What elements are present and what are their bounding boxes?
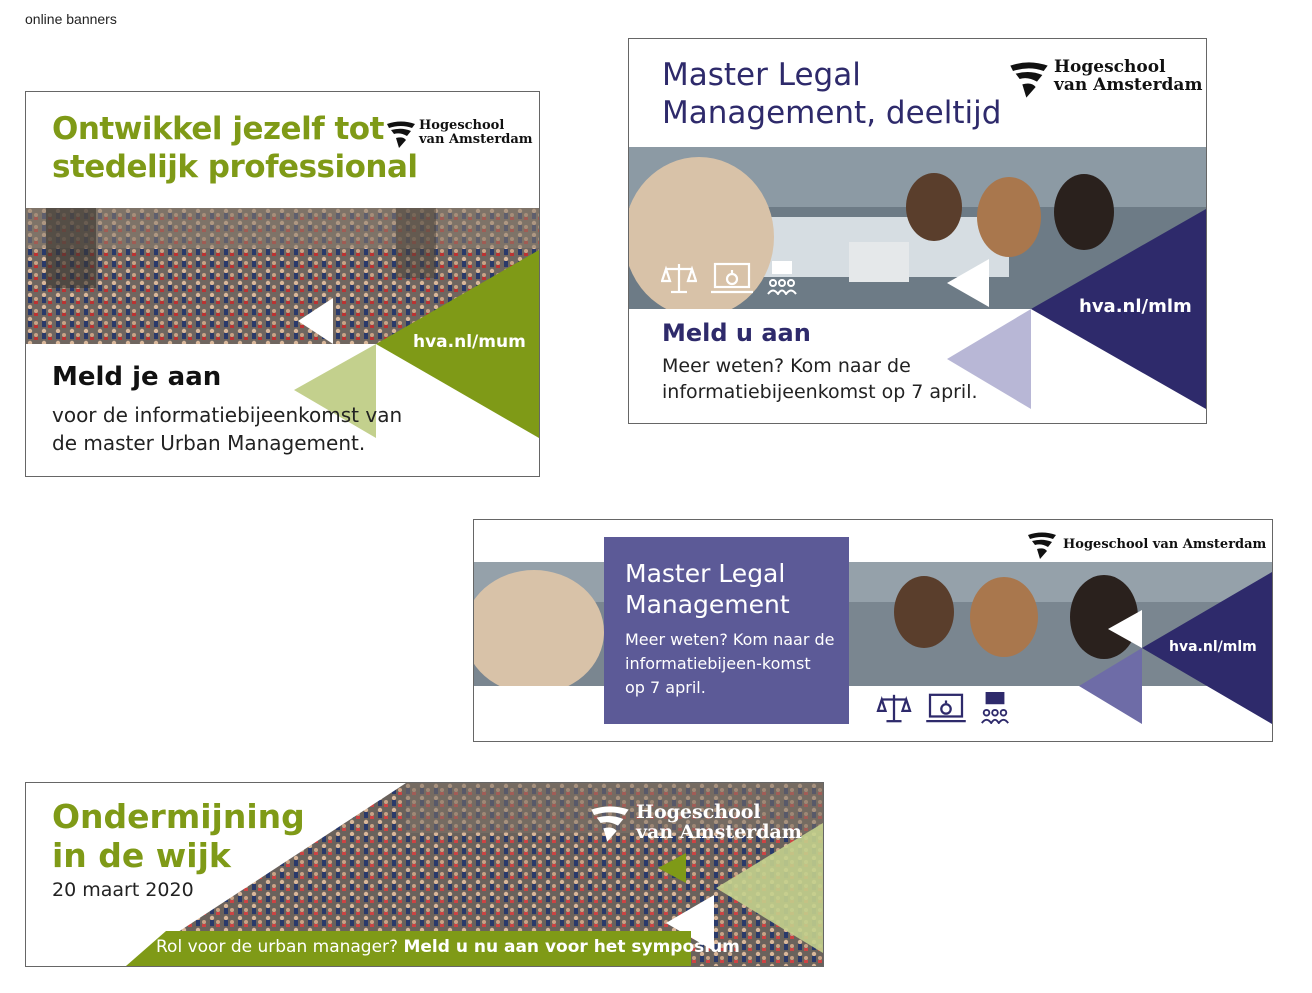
title-line-2: stedelijk professional	[52, 149, 418, 185]
hva-logo: Hogeschool van Amsterdam	[1026, 530, 1266, 560]
banner-heading: Meld je aan	[52, 362, 222, 392]
banner-legal-management-square[interactable]: Master Legal Management, deeltijd Hogesc…	[628, 38, 1207, 424]
url-label[interactable]: hva.nl/mum	[413, 332, 526, 352]
title-line-2: Management, deeltijd	[662, 95, 1002, 131]
icon-row	[876, 692, 1010, 724]
hva-swoosh-icon	[387, 121, 415, 148]
title-line-1: Ondermijning	[52, 797, 305, 836]
green-triangle-graphic	[126, 823, 823, 966]
purple-text-box	[604, 537, 849, 724]
logo-line-1: Hogeschool	[1054, 57, 1166, 77]
icon-row	[661, 261, 797, 295]
banner-heading: Meld u aan	[662, 319, 811, 347]
banner-subtext: Meer weten? Kom naar de informatiebijeen…	[662, 355, 978, 403]
hva-swoosh-icon	[1028, 532, 1056, 559]
title-line-1: Master Legal	[662, 57, 861, 93]
meeting-icon	[767, 261, 797, 295]
title-line-2: Management	[625, 590, 790, 619]
logo-line-2: van Amsterdam	[636, 820, 802, 843]
title-line-1: Master Legal	[625, 559, 786, 588]
logo-line-2: van Amsterdam	[1054, 74, 1203, 95]
cta-question: Rol voor de urban manager?	[156, 937, 399, 957]
title-line-2: in de wijk	[52, 836, 231, 875]
hva-swoosh-icon	[1010, 62, 1048, 98]
logo-line-1: Hogeschool	[419, 118, 505, 133]
hva-logo: Hogeschool van Amsterdam	[1009, 57, 1203, 99]
hva-logo: Hogeschool van Amsterdam	[588, 801, 802, 843]
banner-title: Master Legal Management	[625, 558, 790, 620]
hva-swoosh-icon	[591, 806, 629, 842]
laptop-gear-icon	[711, 262, 753, 294]
url-label[interactable]: hva.nl/mlm	[1079, 296, 1192, 317]
green-triangle-graphic	[294, 250, 539, 438]
logo-line-1: Hogeschool	[636, 801, 761, 823]
navy-triangle-graphic	[1079, 572, 1272, 724]
banner-subtext: Meer weten? Kom naar de informatiebijeen…	[625, 630, 835, 697]
banner-title: Ondermijning in de wijk	[52, 797, 305, 875]
banner-title: Ontwikkel jezelf tot stedelijk professio…	[52, 110, 418, 186]
cta-action[interactable]: Meld u nu aan voor het symposium	[403, 937, 740, 957]
banner-subtext: voor de informatiebijeenkomst van de mas…	[52, 403, 403, 455]
event-date: 20 maart 2020	[52, 879, 194, 901]
laptop-gear-icon	[926, 693, 966, 723]
scales-icon	[661, 264, 697, 294]
navy-triangle-graphic	[947, 209, 1206, 409]
logo-text: Hogeschool van Amsterdam	[1063, 537, 1267, 553]
hva-logo: Hogeschool van Amsterdam	[386, 119, 533, 149]
banner-legal-management-wide[interactable]: Hogeschool van Amsterdam Master Legal Ma…	[473, 519, 1273, 742]
scales-icon	[876, 694, 912, 723]
cta-bar-text[interactable]: Rol voor de urban manager? Meld u nu aan…	[156, 937, 740, 957]
title-line-1: Ontwikkel jezelf tot	[52, 111, 384, 147]
url-label[interactable]: hva.nl/mlm	[1169, 639, 1257, 655]
banner-ondermijning[interactable]: Ondermijning in de wijk 20 maart 2020 Ho…	[25, 782, 824, 967]
banner-title: Master Legal Management, deeltijd	[662, 56, 1001, 132]
logo-line-2: van Amsterdam	[419, 131, 533, 147]
meeting-icon	[981, 692, 1009, 724]
banner-urban-management[interactable]: Ontwikkel jezelf tot stedelijk professio…	[25, 91, 540, 477]
page-caption: online banners	[25, 11, 117, 27]
